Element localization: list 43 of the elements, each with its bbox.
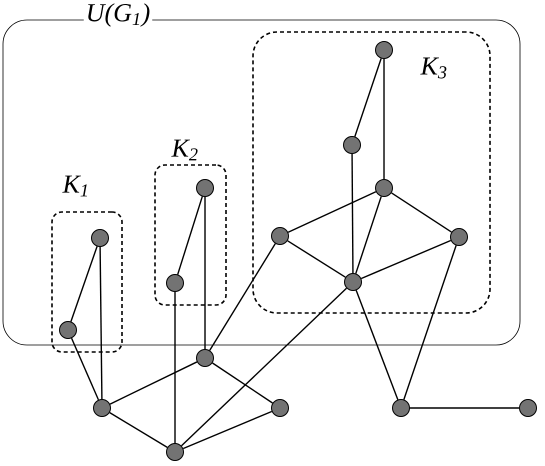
vertex xyxy=(519,399,537,417)
graph-edge xyxy=(351,154,354,273)
vertex xyxy=(271,399,289,417)
graph-edge xyxy=(70,338,100,400)
vertex xyxy=(59,321,77,339)
graph-edge xyxy=(410,407,519,409)
graph-edge xyxy=(183,410,272,450)
graph-edge xyxy=(383,59,385,179)
vertex xyxy=(196,179,214,197)
graph-edge xyxy=(403,245,457,400)
graph-edge xyxy=(110,361,198,405)
graph-edge xyxy=(109,412,168,448)
vertex xyxy=(166,443,184,461)
vertex xyxy=(392,399,410,417)
vertex xyxy=(375,41,393,59)
vertex xyxy=(344,273,362,291)
vertex xyxy=(271,227,289,245)
graph-edge xyxy=(288,191,376,233)
graph-edge xyxy=(287,240,346,278)
node-label: K$_{1}$ xyxy=(62,176,88,196)
graph-edge xyxy=(174,292,176,443)
graph-edge xyxy=(391,192,452,233)
vertex xyxy=(375,179,393,197)
graph-edge xyxy=(355,196,382,274)
vertex xyxy=(166,274,184,292)
graph-edge xyxy=(209,243,276,351)
graph-edge xyxy=(356,290,398,400)
vertex xyxy=(450,228,468,246)
vertex xyxy=(343,136,361,154)
graph-edge xyxy=(361,240,451,280)
graph-edge xyxy=(354,58,382,137)
graph-edge xyxy=(177,196,203,275)
vertex xyxy=(93,399,111,417)
vertex xyxy=(91,229,109,247)
graph-edge xyxy=(99,247,103,400)
node-label: K$_{2}$ xyxy=(171,140,198,160)
vertex xyxy=(196,349,214,367)
dashed-box: K$_{2}$ xyxy=(154,140,227,306)
graph-edge xyxy=(181,288,347,446)
graph-edge xyxy=(70,246,98,322)
dashed-box: K$_{3}$ xyxy=(252,31,491,314)
graph-edge xyxy=(204,197,206,349)
graph-edge xyxy=(212,362,273,404)
